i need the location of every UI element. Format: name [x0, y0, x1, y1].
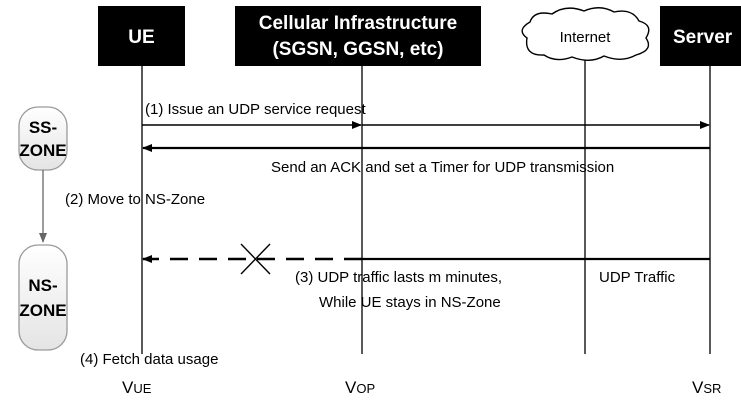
step3-label-line2: While UE stays in NS-Zone [319, 294, 501, 311]
vantage-op-label: VOP [345, 378, 375, 397]
server-label: Server [673, 27, 733, 48]
server-header: Server [660, 6, 741, 66]
vantage-sr-label: VSR [692, 378, 721, 397]
ss-zone-label-line2: ZONE [19, 141, 66, 160]
step3-label-line1: (3) UDP traffic lasts m minutes, [295, 269, 502, 286]
internet-cloud-icon: Internet [521, 7, 650, 61]
cellular-title: Cellular Infrastructure [259, 13, 458, 34]
internet-label: Internet [560, 29, 612, 46]
ss-zone: SS- ZONE [18, 106, 68, 171]
ns-zone-label-line1: NS- [28, 276, 57, 295]
ns-zone-label-line2: ZONE [19, 301, 66, 320]
vantage-ue-label: VUE [122, 378, 152, 397]
ss-zone-label-line1: SS- [29, 118, 57, 137]
blocked-cross-icon [240, 243, 271, 275]
step4-label: (4) Fetch data usage [80, 351, 218, 368]
cellular-subtitle: (SGSN, GGSN, etc) [272, 39, 443, 60]
ack-label: Send an ACK and set a Timer for UDP tran… [271, 159, 614, 176]
step2-label: (2) Move to NS-Zone [65, 191, 205, 208]
ue-header: UE [98, 6, 185, 66]
step1-label: (1) Issue an UDP service request [145, 101, 366, 118]
ns-zone: NS- ZONE [18, 244, 68, 351]
ue-label: UE [128, 27, 154, 48]
udp-traffic-label: UDP Traffic [599, 269, 676, 286]
cellular-header: Cellular Infrastructure (SGSN, GGSN, etc… [235, 6, 481, 66]
